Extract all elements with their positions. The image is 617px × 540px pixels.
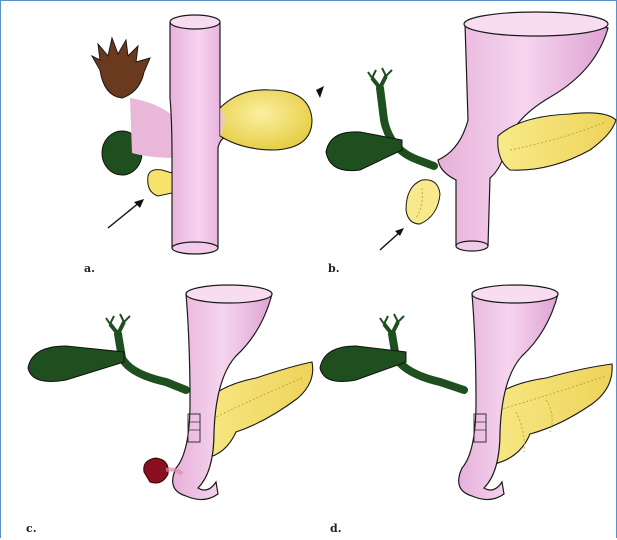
- panel-b-illustration: [320, 10, 615, 270]
- panel-d-illustration: [316, 282, 616, 522]
- gallbladder: [326, 132, 402, 171]
- dorsal-pancreas: [220, 90, 312, 150]
- panel-label-d: d.: [330, 522, 342, 535]
- duodenum-tube: [170, 17, 228, 252]
- gallbladder: [28, 346, 124, 382]
- liver-bud: [92, 38, 150, 98]
- arrow-a: [108, 202, 140, 228]
- panel-label-c: c.: [26, 522, 37, 535]
- arrow-b: [380, 232, 400, 250]
- hemorrhage: [144, 458, 169, 483]
- ventral-pancreas: [406, 180, 440, 224]
- panel-a-illustration: [70, 8, 330, 268]
- ventral-pancreas: [148, 170, 172, 196]
- bile-duct: [118, 334, 186, 390]
- gallbladder: [320, 346, 406, 382]
- panel-label-a: a.: [84, 262, 95, 275]
- panel-c-illustration: [26, 282, 316, 522]
- panel-label-b: b.: [328, 262, 340, 275]
